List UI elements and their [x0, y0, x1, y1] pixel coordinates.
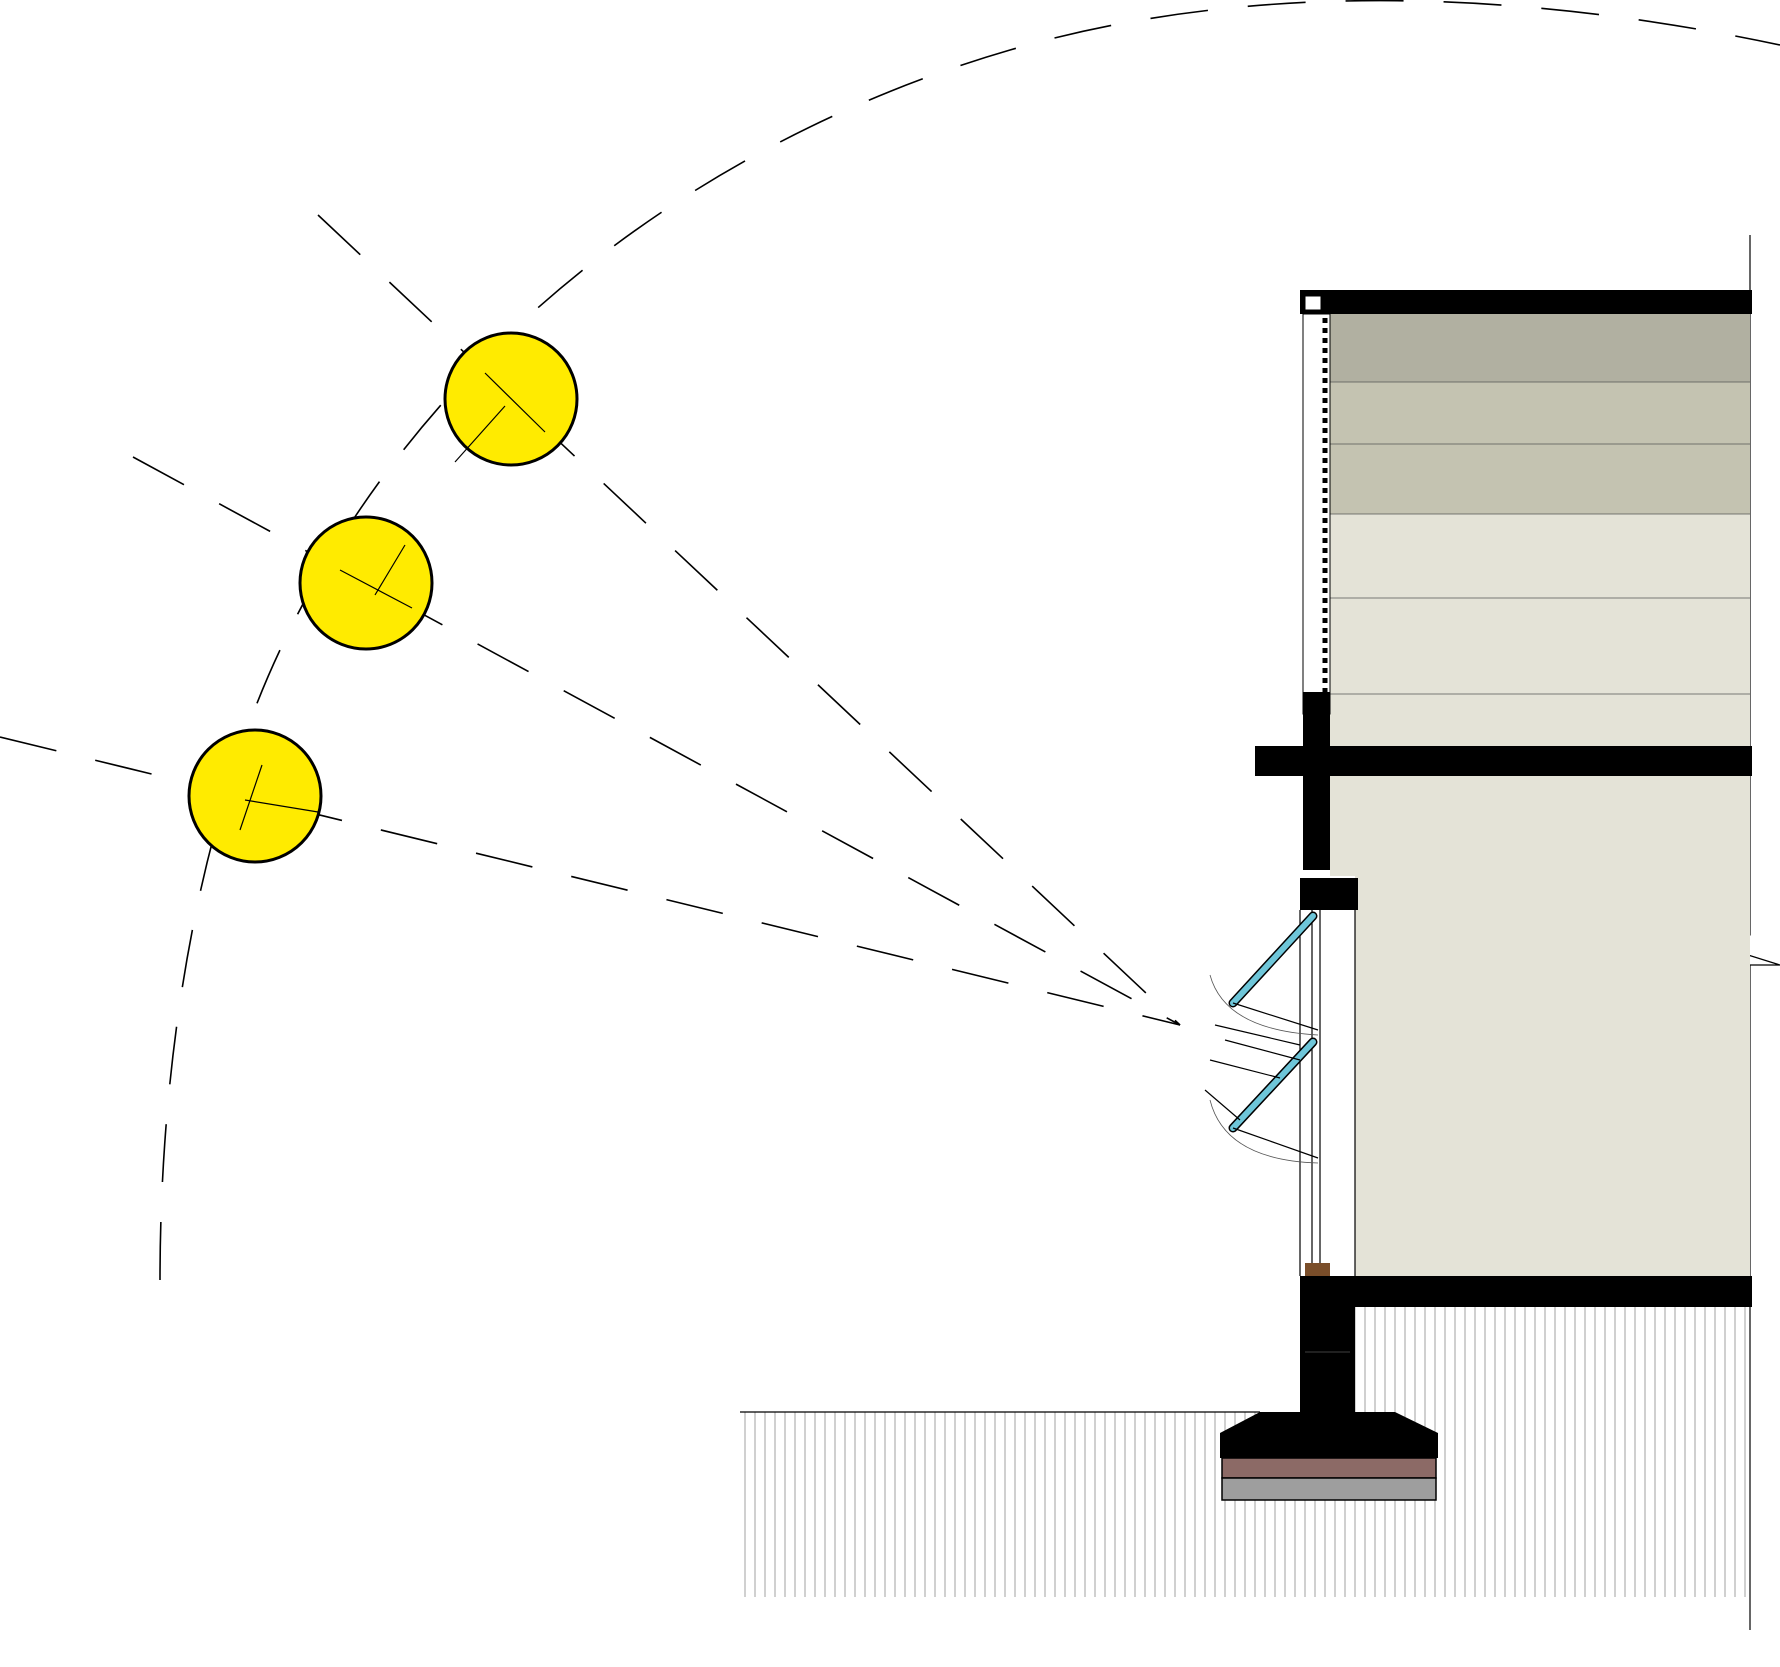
- upper-glazing-strip: [1302, 313, 1331, 715]
- sun-mid-icon: [298, 515, 434, 651]
- upper-wall-panel-mid: [1330, 382, 1750, 514]
- window-frame: [1299, 910, 1356, 1276]
- window-head-beam: [1300, 878, 1358, 910]
- louver-upper[interactable]: [1209, 911, 1319, 1036]
- soil-under-slab: [1350, 1307, 1750, 1412]
- roof-slab-edge: [1304, 295, 1322, 311]
- ray-tails: [1204, 1024, 1301, 1121]
- intermediate-floor-slab: [1255, 746, 1752, 776]
- sun-path-arc: [159, 0, 1780, 1281]
- footing-membrane: [1221, 1457, 1437, 1479]
- lower-wall-panel: [1355, 776, 1750, 1276]
- upper-column: [1303, 692, 1330, 870]
- footing-gravel-bed: [1221, 1477, 1437, 1501]
- ray-high-sun: [317, 214, 1181, 1026]
- lower-wall-inner-strip: [1330, 776, 1355, 876]
- sun-low-icon: [187, 728, 323, 864]
- sun-rays: [0, 214, 1181, 1026]
- louver-lower[interactable]: [1209, 1037, 1319, 1164]
- ground-floor-slab: [1300, 1276, 1752, 1307]
- sun-high-icon: [443, 331, 579, 467]
- footing: [1220, 1412, 1438, 1458]
- window-sill-wood: [1305, 1263, 1330, 1276]
- upper-wall-panel-light: [1330, 514, 1750, 746]
- upper-wall-panel-joints: [1330, 381, 1750, 695]
- ray-low-sun: [0, 736, 1181, 1026]
- upper-wall-panel-dark: [1330, 314, 1750, 382]
- foundation-wall: [1300, 1300, 1355, 1412]
- roof-slab: [1300, 290, 1752, 314]
